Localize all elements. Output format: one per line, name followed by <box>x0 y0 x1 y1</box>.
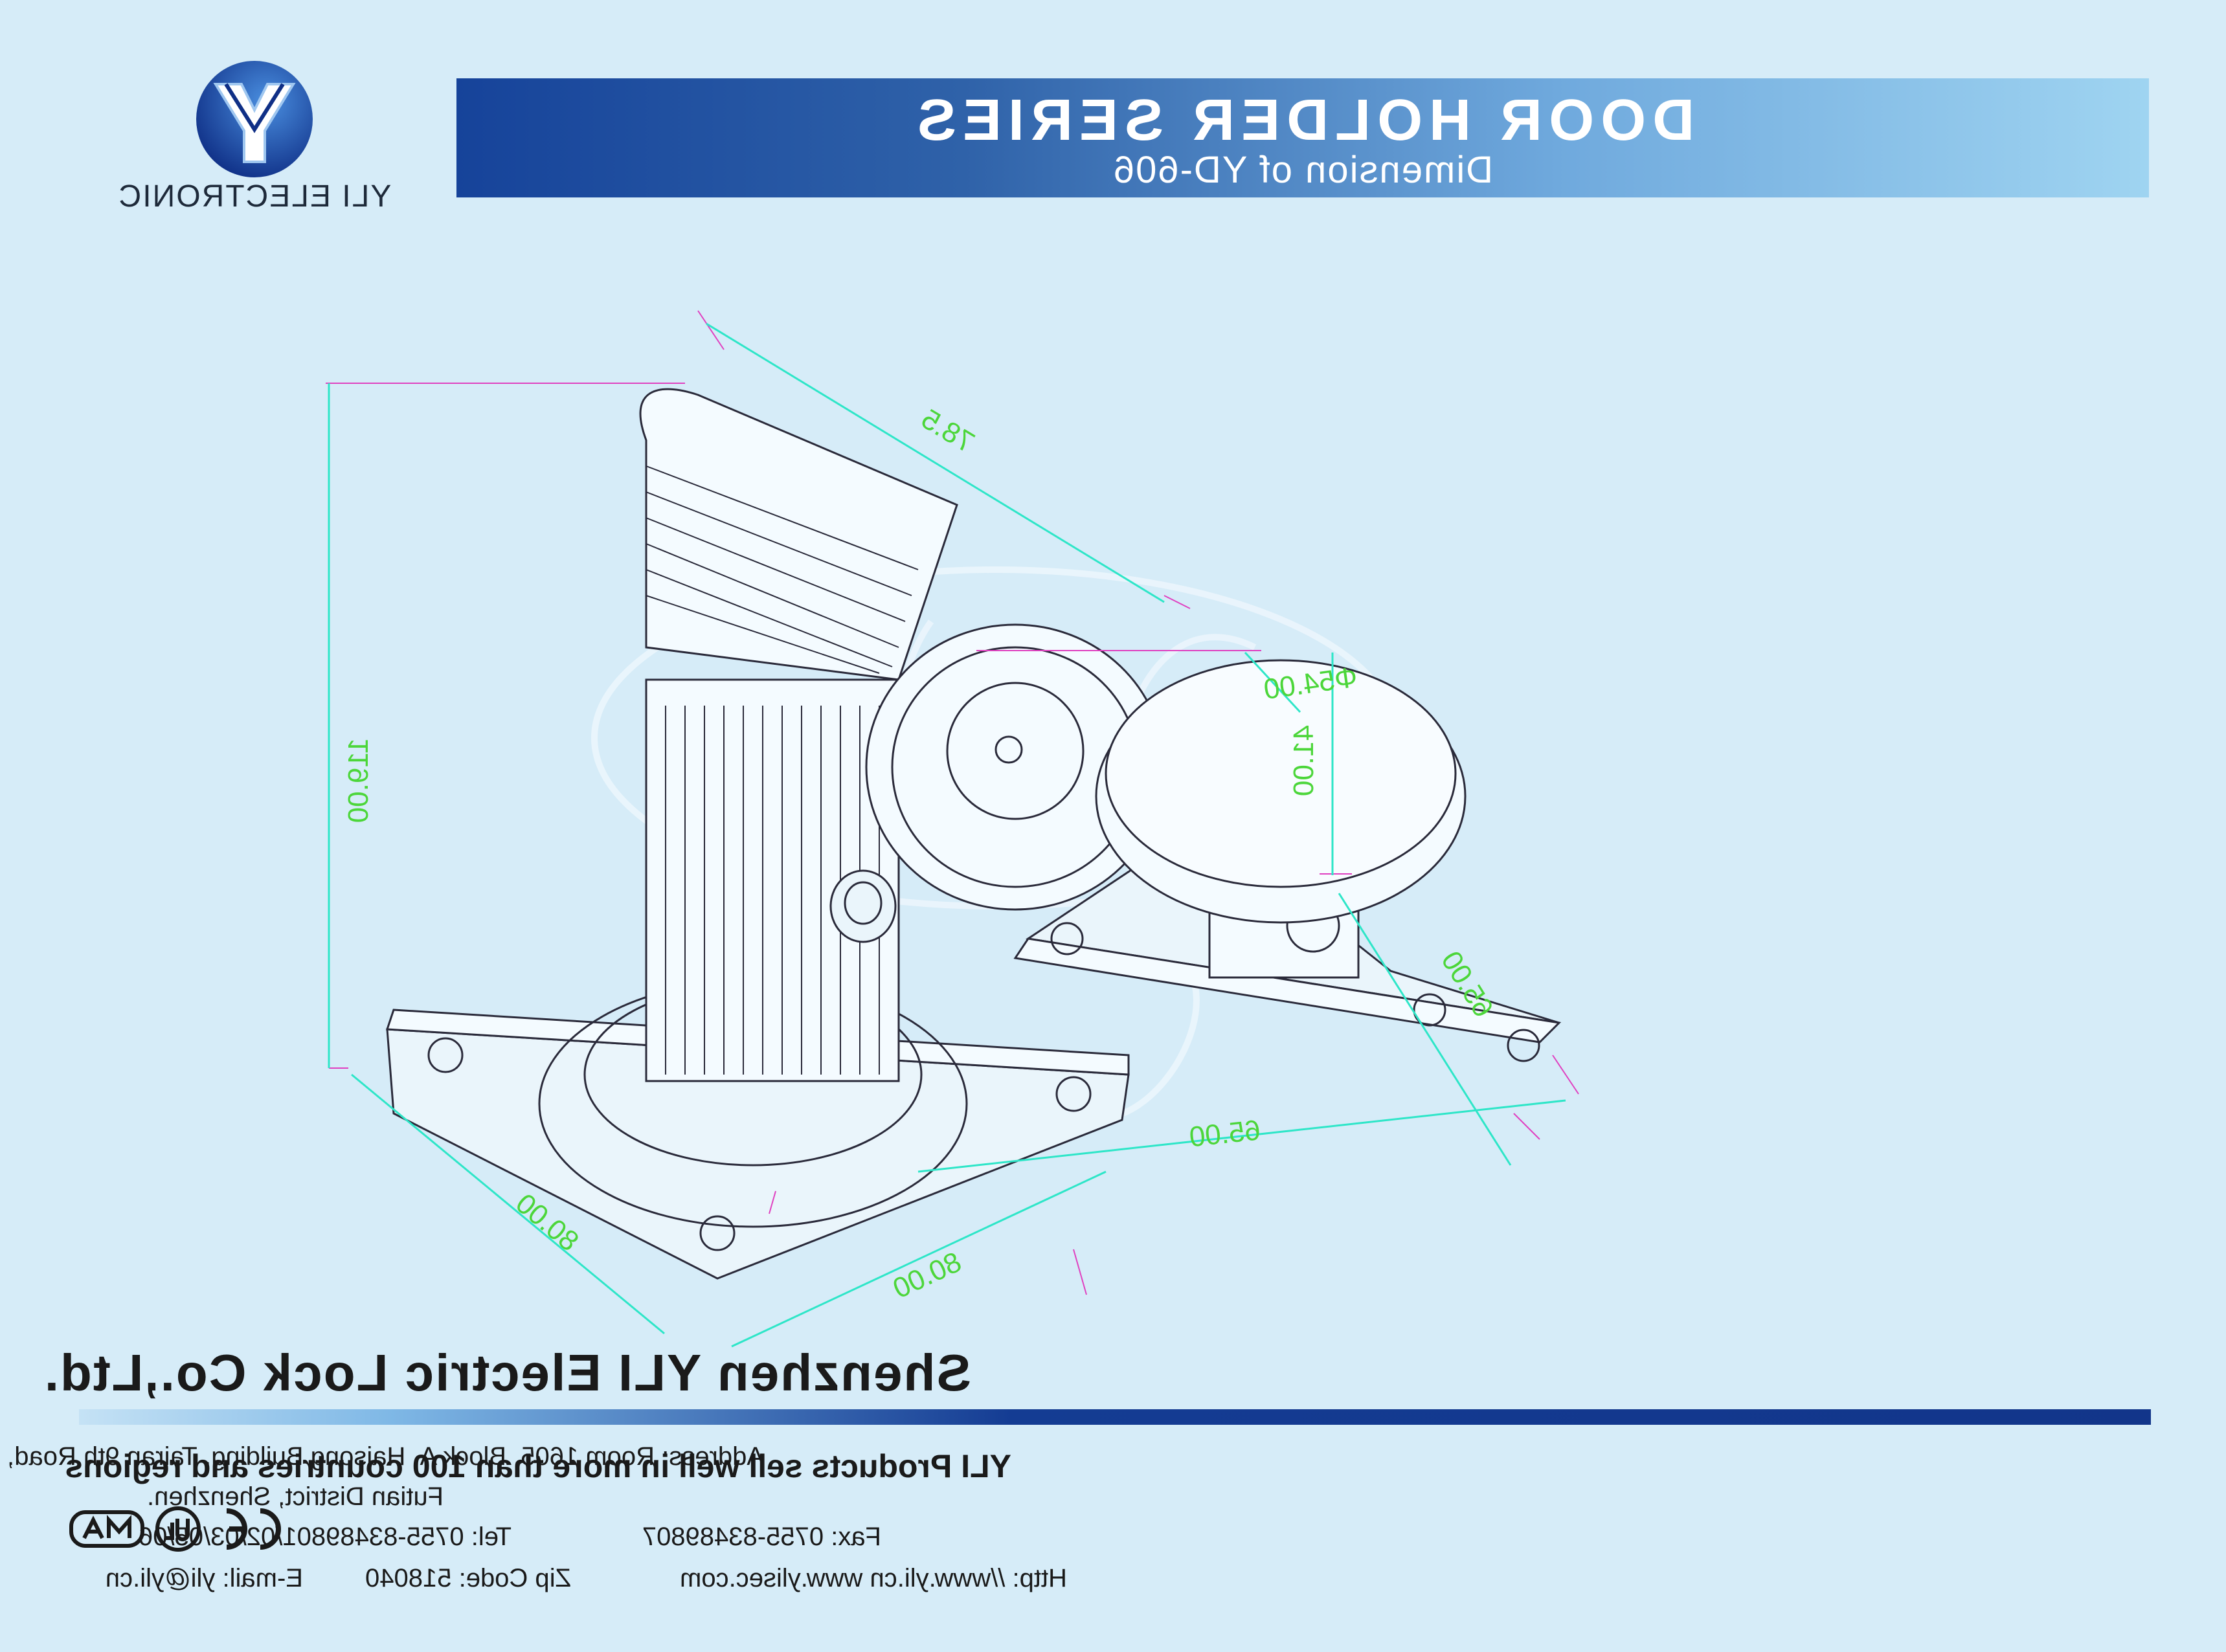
http-line: Http: //www.yli.cn www.ylisec.com <box>680 1564 1067 1592</box>
zip-line: Zip Code: 518040 <box>365 1564 571 1592</box>
yli-y-logo-icon <box>196 61 313 177</box>
armature-plate-drawing <box>1013 659 1562 1062</box>
dimension-lines <box>328 322 1566 1348</box>
dim-label-height: 119.00 <box>343 738 374 823</box>
company-logo: YLI ELECTRONIC <box>99 58 410 220</box>
dim-line-base-right <box>731 1170 1107 1348</box>
dim-line-plate-right <box>917 1099 1566 1173</box>
ce-icon <box>226 1508 281 1550</box>
dim-line-length <box>706 322 1165 603</box>
fax-line: Fax: 0755-83489807 <box>642 1523 881 1551</box>
email-line: E-mail: yli@yli.cn <box>105 1564 303 1592</box>
dim-line-base-left <box>351 1073 665 1335</box>
tagline: YLI Products sell well in more than 100 … <box>65 1448 1011 1484</box>
company-name: Shenzhen YLI Electric Lock Co.,Ltd. <box>43 1344 971 1401</box>
extension-lines <box>326 310 1579 1295</box>
dim-label-plate-height: 41.00 <box>1288 725 1320 796</box>
dim-label-plate-right: 65.00 <box>1187 1114 1262 1153</box>
dim-line-plate-left <box>1338 893 1512 1166</box>
ul-icon <box>155 1506 201 1552</box>
certification-icons <box>65 1497 291 1561</box>
door-holder-drawing <box>385 388 1165 1280</box>
dim-label-length: 78.5 <box>916 403 980 458</box>
arm-fins <box>646 465 919 674</box>
dim-line-diameter <box>1244 651 1301 713</box>
ma-icon <box>69 1510 144 1548</box>
footer-bar <box>79 1409 2151 1425</box>
